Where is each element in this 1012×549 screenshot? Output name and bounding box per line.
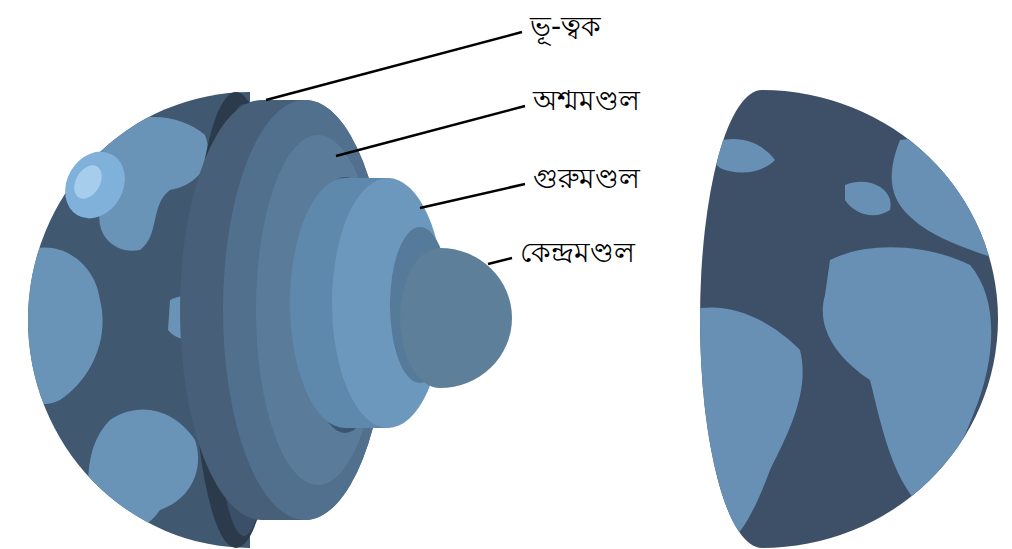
leader-line [336, 106, 525, 156]
layer-label: গুরুমণ্ডল [533, 162, 640, 196]
continent [690, 307, 803, 548]
layer-label: কেন্দ্রমণ্ডল [520, 236, 635, 270]
continent [700, 139, 775, 172]
continent [20, 248, 103, 404]
continents-left [20, 117, 208, 532]
continent [990, 416, 1006, 450]
layer-label: অশ্মমণ্ডল [533, 84, 640, 118]
continents-right [690, 139, 1006, 548]
continent [845, 182, 891, 215]
continent [823, 247, 991, 500]
leader-line [488, 258, 512, 264]
core-sphere [400, 248, 512, 388]
continent [88, 410, 198, 533]
continent [892, 139, 1000, 260]
layer-label: ভূ-ত্বক [530, 10, 601, 44]
highlight [69, 160, 108, 203]
highlight [53, 141, 136, 230]
leader-line [266, 32, 522, 100]
leader-line [420, 184, 525, 208]
